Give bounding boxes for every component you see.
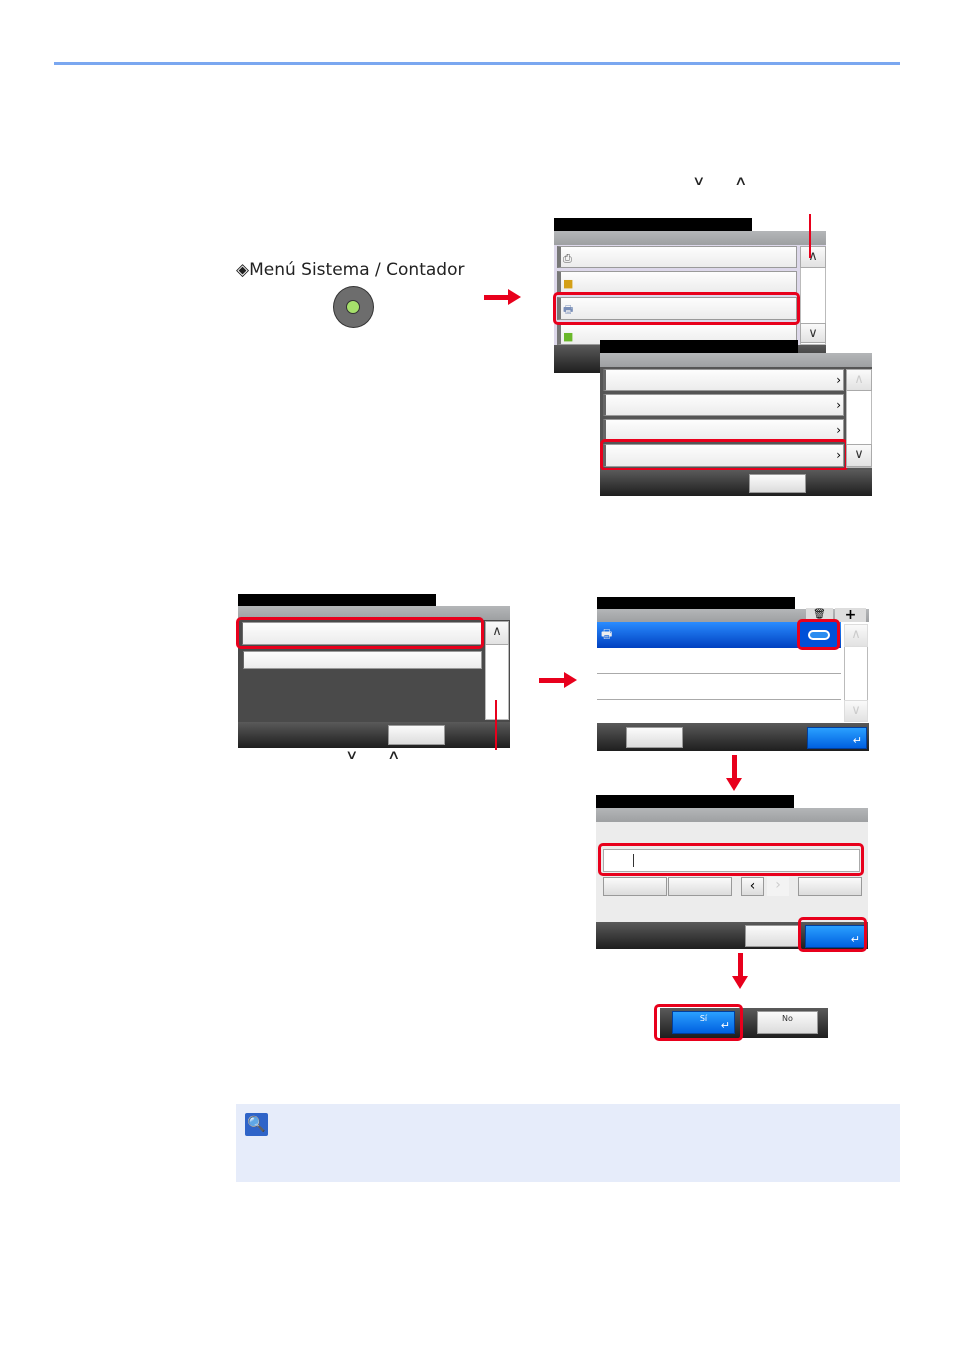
arrow-right [484, 289, 521, 305]
scroll-down-button[interactable]: ∨ [844, 700, 868, 722]
keyboard-button[interactable] [603, 877, 667, 896]
screen4-list-item[interactable] [597, 675, 841, 700]
screen1-menu-item[interactable]: ⎙ [557, 246, 797, 268]
screen2-menu-item[interactable]: › [603, 394, 844, 416]
screen1-menu-item[interactable]: ■ [557, 271, 797, 293]
highlight-box [553, 292, 800, 325]
chevron-right-icon: › [775, 877, 781, 893]
chevron-down-icon: ∨ [808, 326, 818, 341]
menu-key-label: ◈Menú Sistema / Contador [236, 260, 465, 280]
scroll-up-button[interactable]: ∧ [800, 246, 826, 268]
screen3-option[interactable] [243, 651, 482, 669]
highlight-box [654, 1004, 743, 1041]
top-rule [54, 62, 900, 65]
note-icon: 🔍 [245, 1113, 268, 1136]
detail-button[interactable] [808, 630, 830, 640]
screen4-list-item[interactable] [597, 649, 841, 674]
diamond-key-icon: ◈ [236, 260, 250, 280]
screen2-footer-button[interactable] [749, 474, 806, 493]
enter-icon: ↵ [852, 734, 862, 747]
highlight-box [797, 619, 840, 650]
chevron-up-icon: ∧ [387, 748, 401, 763]
screen4-title-bar [597, 597, 795, 609]
screen3-title-bar [238, 594, 436, 606]
text-cursor [633, 854, 634, 867]
cancel-button[interactable] [745, 925, 800, 947]
scroll-down-button[interactable]: ∨ [846, 444, 872, 467]
screen2-header [600, 353, 872, 367]
highlight-box [598, 843, 864, 876]
chevron-down-icon: ∨ [345, 748, 359, 763]
screen4-ok-button[interactable]: ↵ [807, 727, 867, 749]
screen3-footer [238, 722, 510, 748]
plus-icon: + [844, 607, 857, 623]
arrow-down [726, 755, 742, 791]
chevron-down-icon: ∨ [854, 447, 864, 462]
screen4-list-item[interactable] [597, 701, 841, 723]
screen1-menu-item-selected[interactable]: 🖶 [557, 297, 797, 320]
screen2-menu-item[interactable]: › [603, 369, 844, 391]
cursor-right-button[interactable]: › [767, 877, 789, 896]
chevron-up-icon: ∧ [851, 627, 861, 642]
screen2-footer [600, 470, 872, 496]
highlight-box [600, 439, 848, 471]
enter-icon: ↵ [850, 933, 860, 946]
keyboard-button[interactable] [798, 877, 862, 896]
note-box: 🔍 [236, 1104, 900, 1182]
scroll-up-button[interactable]: ∧ [844, 624, 868, 647]
no-button[interactable]: No [757, 1011, 818, 1034]
led-indicator [346, 300, 360, 314]
screen3-header [238, 606, 510, 620]
chevron-down-icon: ∨ [851, 703, 861, 718]
delete-button[interactable]: 🗑 [806, 608, 833, 622]
screen2-menu-item-selected[interactable]: › [603, 444, 844, 467]
enter-icon: ↵ [720, 1019, 730, 1032]
screen5-title-bar [596, 795, 794, 808]
chevron-up-icon: ∧ [734, 174, 748, 189]
screen2-menu-item[interactable]: › [603, 419, 844, 441]
screen3-footer-button[interactable] [388, 725, 445, 745]
chevron-up-icon: ∧ [854, 372, 864, 387]
scroll-up-button[interactable]: ∧ [846, 369, 872, 391]
screen4-header [597, 609, 869, 622]
highlight-box [798, 917, 867, 952]
screen4-footer-button[interactable] [626, 727, 683, 748]
system-menu-button[interactable] [333, 286, 374, 328]
screen5-header [596, 808, 868, 822]
highlight-box [236, 617, 484, 649]
scroll-up-button[interactable]: ∧ [485, 621, 509, 645]
screen5-body [596, 822, 868, 922]
screen2-title-bar [600, 340, 798, 353]
chevron-down-icon: ∨ [692, 174, 706, 189]
chevron-left-icon: ‹ [749, 878, 756, 894]
add-button[interactable]: + [835, 608, 866, 622]
screen1-header [554, 231, 826, 245]
arrow-down [732, 953, 748, 989]
callout-line [495, 700, 497, 750]
screen1-title-bar [554, 218, 752, 231]
keyboard-button[interactable] [668, 877, 732, 896]
arrow-right [539, 672, 577, 688]
printer-icon: 🖶 [601, 627, 613, 641]
cursor-left-button[interactable]: ‹ [741, 877, 764, 896]
chevron-up-icon: ∧ [808, 249, 818, 264]
trash-icon: 🗑 [813, 609, 826, 620]
scroll-down-button[interactable]: ∨ [800, 323, 826, 343]
yes-button[interactable]: Sí↵ [672, 1011, 735, 1034]
chevron-up-icon: ∧ [492, 624, 502, 639]
callout-line [809, 214, 811, 258]
name-input[interactable] [603, 849, 860, 872]
